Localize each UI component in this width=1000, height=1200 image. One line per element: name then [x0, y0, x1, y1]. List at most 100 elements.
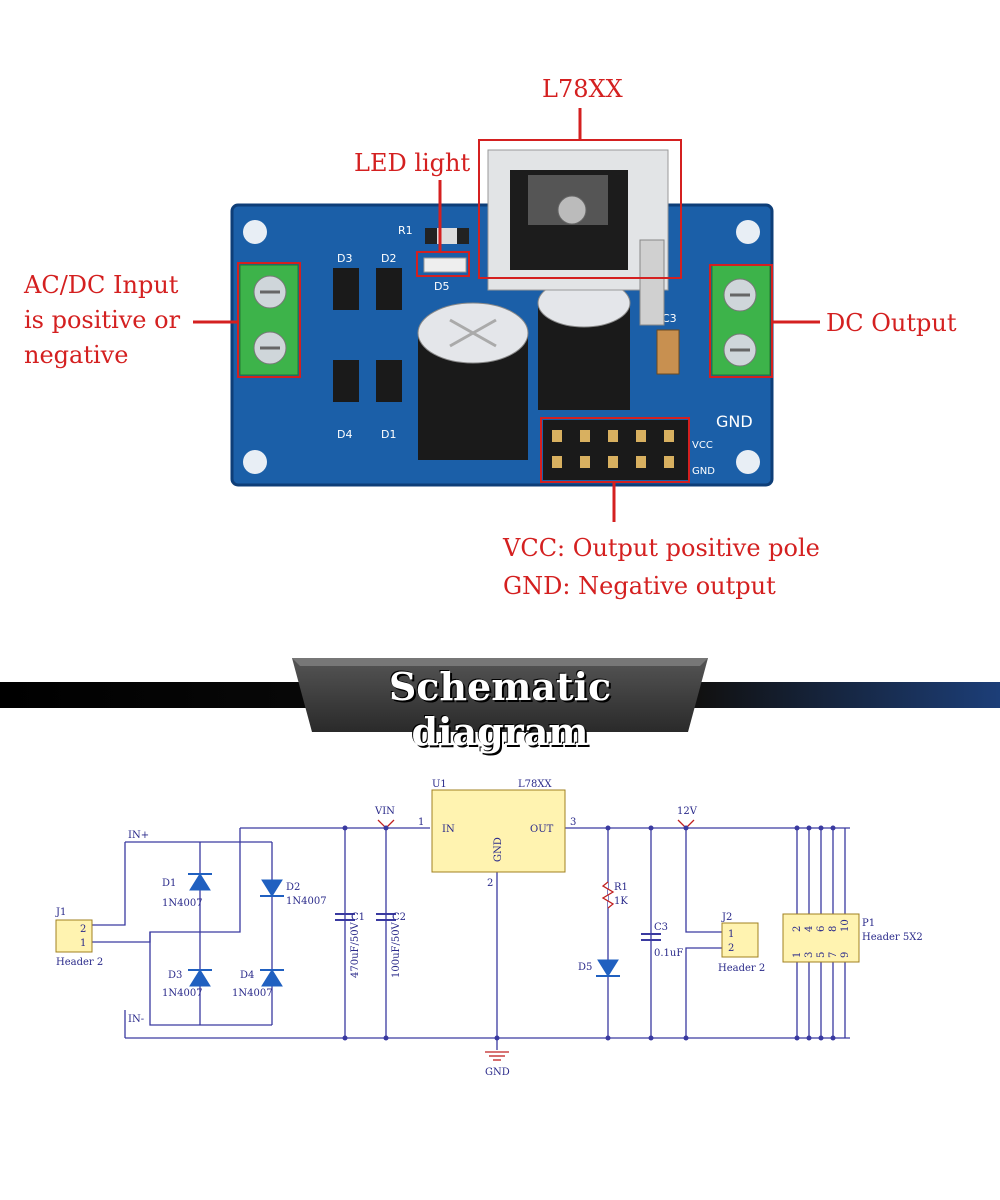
p1-pin-label: 8: [828, 926, 839, 932]
sch-r1-val: 1K: [614, 896, 628, 907]
sch-in: IN: [442, 824, 455, 835]
p1-pin-label: 9: [840, 952, 851, 958]
sch-c3-val: 0.1uF: [654, 948, 683, 959]
sch-j1-name: Header 2: [56, 957, 103, 968]
led-d5: [423, 257, 467, 273]
header-pin: [552, 456, 562, 468]
silk-d1: D1: [381, 428, 396, 441]
pin-header-2x5: [543, 420, 688, 480]
connector-j1: [55, 919, 93, 953]
sch-p1-name: Header 5X2: [862, 932, 923, 943]
sch-p1: P1: [862, 918, 875, 929]
silk-d5: D5: [434, 280, 449, 293]
label-gnd: GND: Negative output: [503, 572, 776, 600]
sch-j2-name: Header 2: [718, 963, 765, 974]
sch-c2: C2: [392, 912, 406, 923]
regulator-heatsink: [487, 149, 669, 326]
sch-d5: D5: [578, 962, 592, 973]
p1-pin-label: 10: [840, 919, 851, 932]
silk-d4: D4: [337, 428, 352, 441]
input-terminal-block: [239, 264, 299, 376]
header-pin: [608, 430, 618, 442]
sch-d2-part: 1N4007: [286, 896, 327, 907]
annotation-box-input: [237, 262, 301, 378]
sch-vin: VIN: [374, 806, 395, 817]
label-led: LED light: [354, 149, 471, 177]
sch-pin1: 1: [418, 817, 424, 828]
sch-d2: D2: [286, 882, 300, 893]
p1-pin-label: 4: [804, 926, 815, 932]
schematic-diagram: U1 L78XX IN OUT GND 1 3 2 VIN 12V IN+ IN…: [55, 779, 923, 1078]
capacitor-c3: [656, 329, 680, 375]
label-vcc: VCC: Output positive pole: [503, 534, 820, 562]
sch-pin3: 3: [570, 817, 576, 828]
header-pins: [552, 430, 674, 468]
sch-pin2: 2: [487, 878, 493, 889]
sch-j1: J1: [55, 907, 66, 918]
sch-d1-part: 1N4007: [162, 898, 203, 909]
annotation-box-led: [416, 251, 470, 277]
p1-pin-label: 3: [804, 952, 815, 958]
silk-d2: D2: [381, 252, 396, 265]
header-pin: [580, 430, 590, 442]
sch-gnd-label: GND: [485, 1067, 510, 1078]
p1-pin-label: 7: [828, 952, 839, 958]
header-p1: [782, 913, 860, 963]
label-input-2: is positive or: [24, 306, 181, 334]
header-pin: [608, 456, 618, 468]
silk-gnd: GND: [716, 412, 753, 431]
sch-j1-pin1: 1: [80, 938, 86, 949]
label-input-1: AC/DC Input: [24, 271, 179, 299]
header-pin: [664, 430, 674, 442]
mount-hole: [243, 220, 267, 244]
silk-c3: C3: [662, 312, 677, 325]
sch-j2: J2: [721, 912, 732, 923]
regulator-u1: [431, 789, 566, 873]
sch-d4: D4: [240, 970, 254, 981]
junction-dots: [342, 825, 836, 1041]
sch-out: OUT: [530, 824, 554, 835]
p1-pin-label: 5: [816, 952, 827, 958]
pcb-photo: D3 D2 D4 D1 R1 D5 C3 VCC GND GND: [193, 108, 820, 522]
banner-title: Schematic diagram: [388, 664, 612, 754]
sch-gnd-pin: GND: [493, 837, 504, 862]
label-input-3: negative: [24, 341, 129, 369]
smd-diodes: [333, 268, 402, 402]
sch-j2-pin1: 1: [728, 929, 734, 940]
capacitor-symbols: [335, 913, 661, 941]
sch-c2-val: 100uF/50V: [391, 921, 402, 978]
header-pin: [636, 430, 646, 442]
header-pin: [580, 456, 590, 468]
sch-l78xx: L78XX: [518, 779, 552, 790]
p1-pin-label: 1: [792, 952, 803, 958]
output-terminal-block: [711, 264, 771, 376]
sch-d3: D3: [168, 970, 182, 981]
sch-j2-pin2: 2: [728, 943, 734, 954]
sch-in-minus: IN-: [128, 1014, 144, 1025]
sch-j1-pin2: 2: [80, 924, 86, 935]
silk-vcc: VCC: [692, 440, 713, 451]
section-banner: [0, 658, 1000, 732]
diode-symbols: [188, 873, 620, 987]
sch-u1: U1: [432, 779, 447, 790]
silk-r1: R1: [398, 224, 413, 237]
silk-gnd-pin: GND: [692, 466, 715, 477]
sch-c1: C1: [351, 912, 365, 923]
sch-d1: D1: [162, 878, 176, 889]
p1-pin-label: 6: [816, 926, 827, 932]
silk-d3: D3: [337, 252, 352, 265]
sch-c3: C3: [654, 922, 668, 933]
header-pin: [636, 456, 646, 468]
sch-d4-part: 1N4007: [232, 988, 273, 999]
sch-12v: 12V: [677, 806, 698, 817]
mount-hole: [243, 450, 267, 474]
header-pin: [664, 456, 674, 468]
sch-r1: R1: [614, 882, 628, 893]
resistor-r1-symbol: [601, 881, 615, 909]
header-pin: [552, 430, 562, 442]
sch-d3-part: 1N4007: [162, 988, 203, 999]
sch-c1-val: 470uF/50V: [350, 921, 361, 978]
label-output: DC Output: [826, 309, 957, 337]
mount-hole: [736, 220, 760, 244]
capacitor-small: [537, 278, 631, 410]
